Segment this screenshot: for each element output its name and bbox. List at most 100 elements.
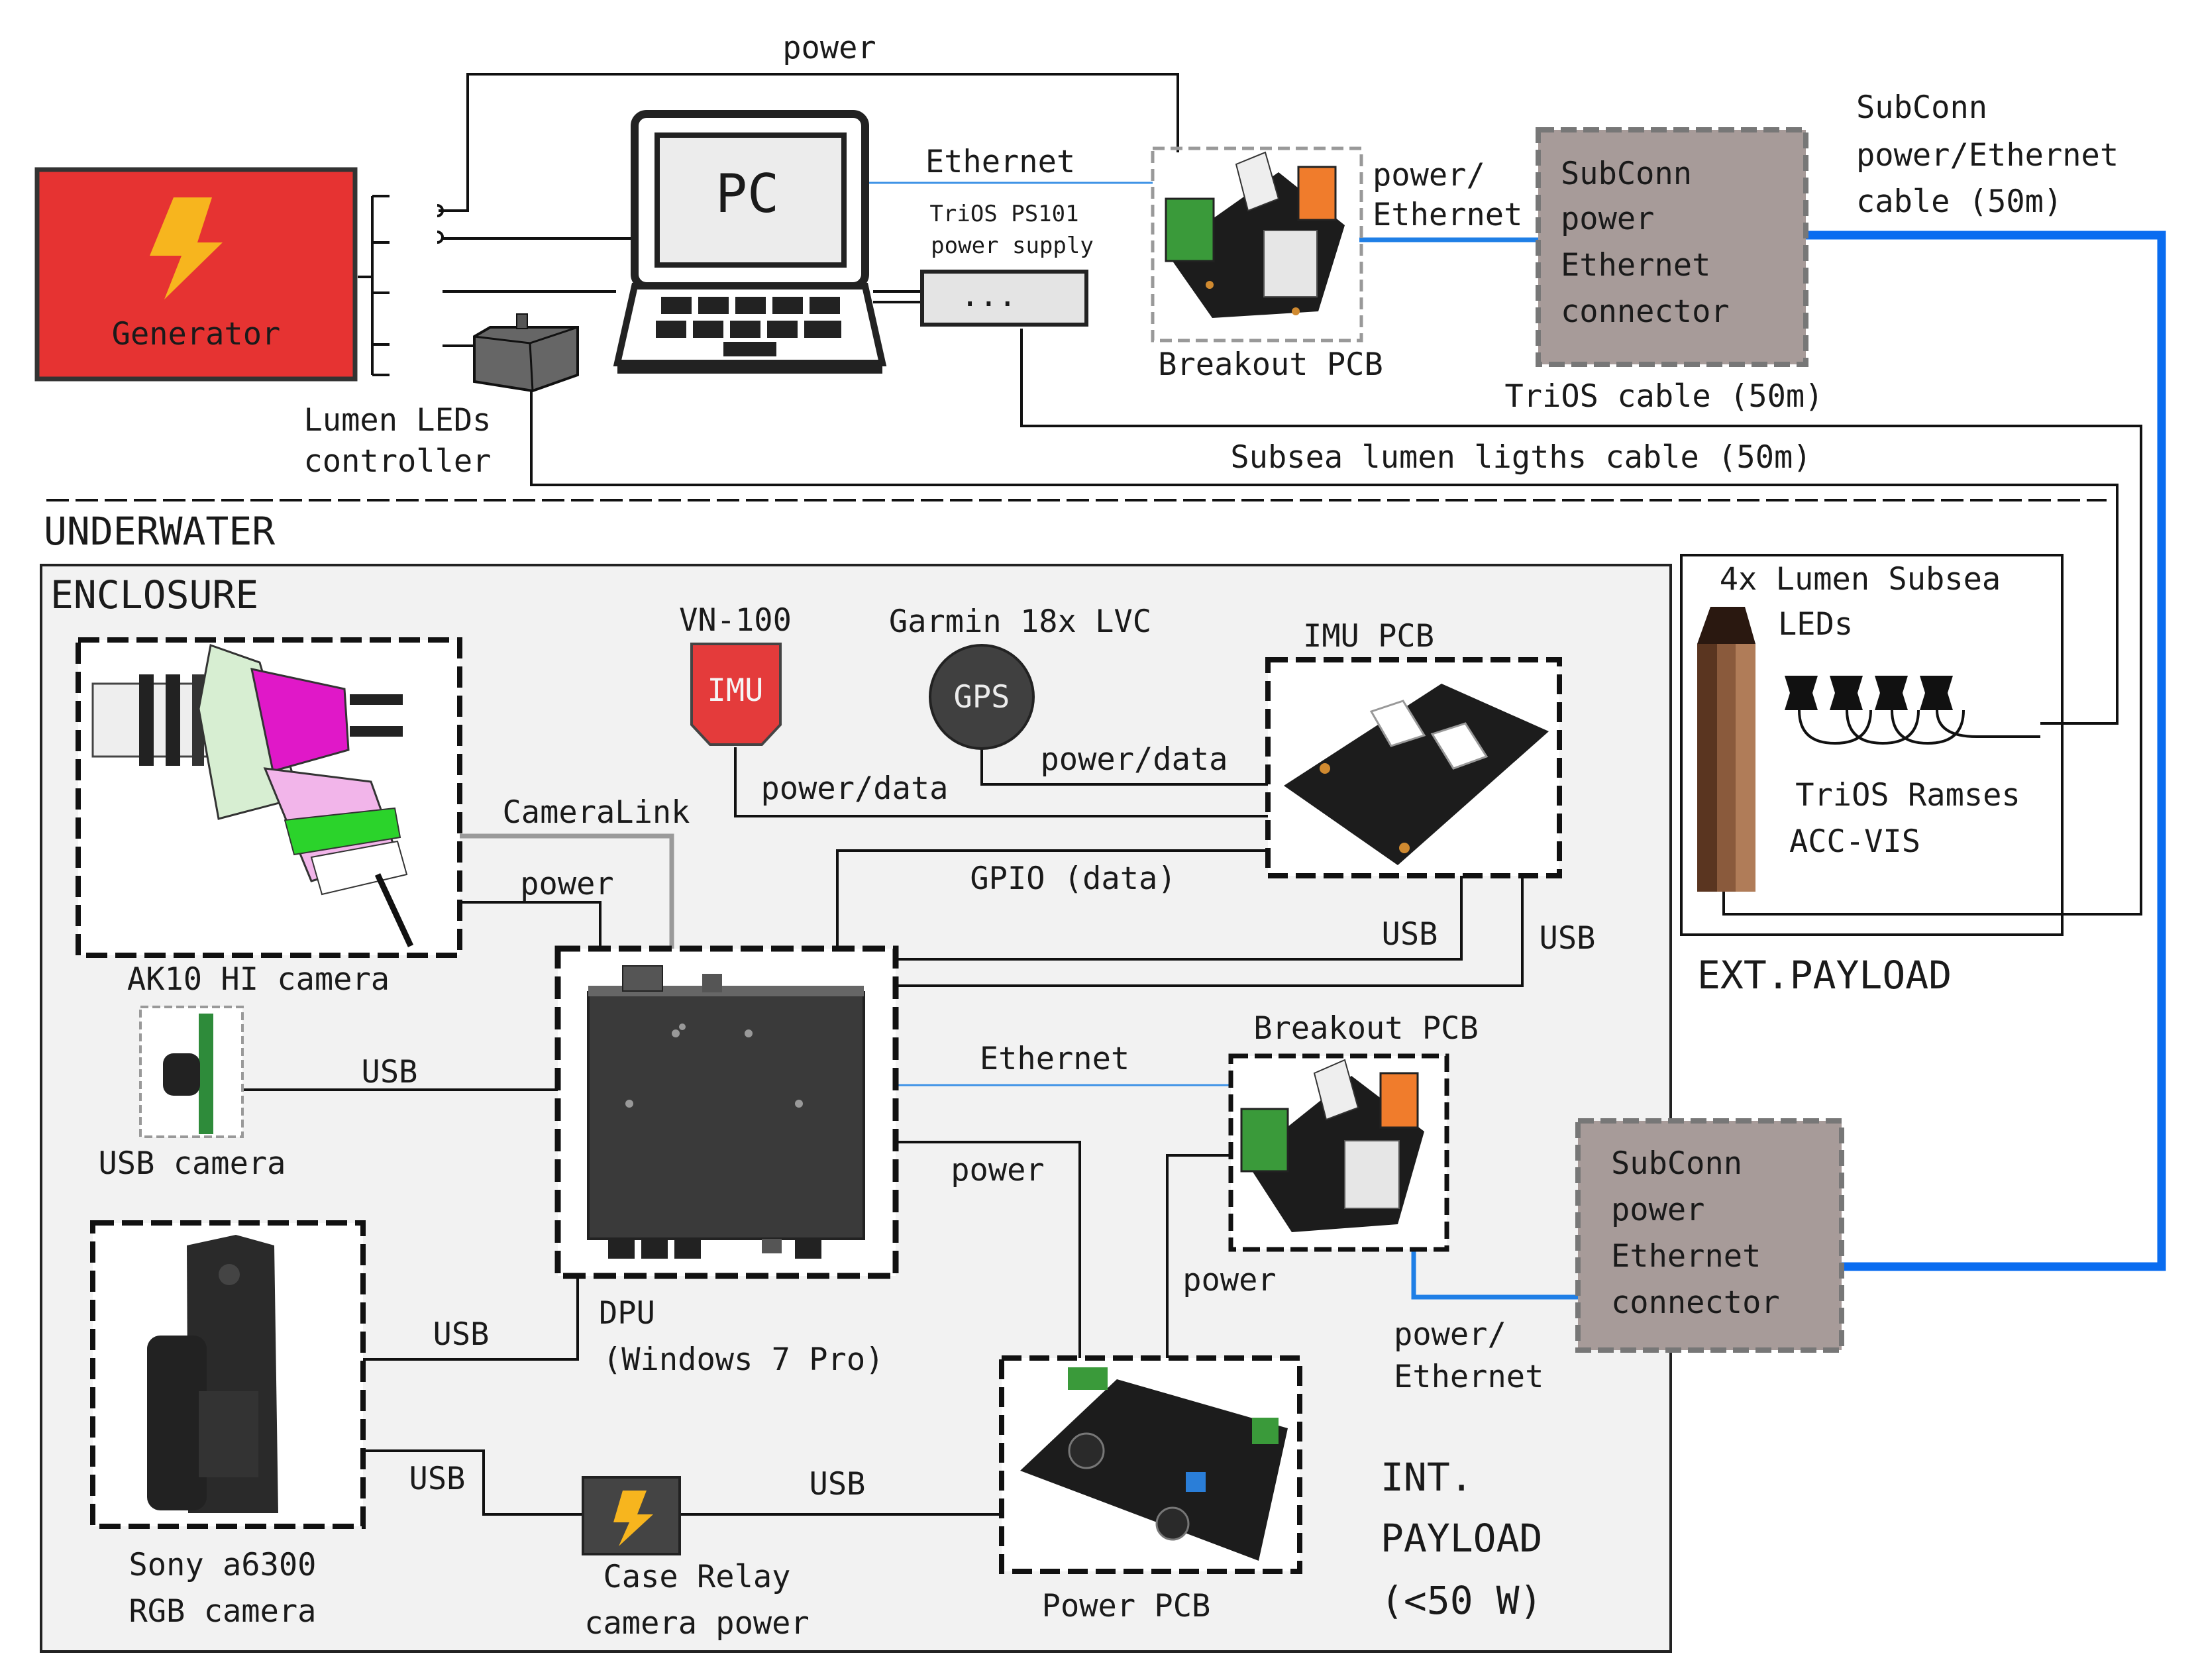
generator: Generator bbox=[34, 167, 358, 382]
power-wire-top bbox=[439, 73, 1179, 212]
usb-imu-label-2: USB bbox=[1540, 920, 1596, 957]
power-dpu-label: power bbox=[951, 1152, 1044, 1188]
generator-label: Generator bbox=[112, 316, 281, 352]
case-relay: Case Relay camera power bbox=[582, 1476, 810, 1642]
lumen-subsea-leds: 4x Lumen Subsea LEDs bbox=[1720, 561, 2040, 745]
subconn-cable-label-2: power/Ethernet bbox=[1856, 137, 2119, 174]
power-top-label: power bbox=[782, 30, 876, 66]
power-ethernet-int-label-1: power/ bbox=[1394, 1316, 1506, 1353]
trios-ramses-label-1: TriOS Ramses bbox=[1795, 777, 2020, 814]
power-camera-wire bbox=[460, 901, 602, 949]
subconn-cable bbox=[1806, 231, 2166, 1271]
relay-lightning-icon bbox=[613, 1491, 653, 1546]
sony-camera: Sony a6300 RGB camera bbox=[90, 1220, 366, 1630]
imu-pcb: IMU PCB bbox=[1265, 618, 1562, 878]
sony-label-2: RGB camera bbox=[129, 1593, 317, 1630]
usb-relay-label: USB bbox=[810, 1466, 866, 1502]
lumen-cable bbox=[530, 383, 2119, 725]
subconn-int-label-1: SubConn bbox=[1611, 1145, 1742, 1182]
pc-label: PC bbox=[715, 163, 779, 225]
power-ethernet-int-label-2: Ethernet bbox=[1394, 1359, 1544, 1395]
usb-sony-relay-label: USB bbox=[409, 1461, 466, 1497]
power-pcb-label: Power PCB bbox=[1042, 1588, 1211, 1624]
garmin-label: Garmin 18x LVC bbox=[889, 604, 1151, 640]
trios-ramses-label-2: ACC-VIS bbox=[1789, 823, 1920, 860]
controller-box-icon bbox=[473, 326, 579, 393]
subconn-cable-label-1: SubConn bbox=[1856, 89, 1987, 126]
usb-imu-wire-2 bbox=[896, 876, 1524, 987]
enclosure-label: ENCLOSURE bbox=[50, 572, 258, 617]
ext-payload-label: EXT.PAYLOAD bbox=[1697, 953, 1952, 998]
subconn-top-label-3: Ethernet bbox=[1561, 247, 1710, 284]
vn100-imu: IMU VN-100 bbox=[679, 602, 792, 746]
lightning-icon bbox=[150, 197, 223, 299]
lumen-subsea-label-1: 4x Lumen Subsea bbox=[1720, 561, 2001, 598]
usb-sony-relay bbox=[363, 1449, 583, 1516]
power-camera-label: power bbox=[520, 866, 613, 902]
lumen-controller: Lumen LEDs controller bbox=[304, 313, 579, 480]
trios-ps-label-2: power supply bbox=[931, 233, 1094, 259]
usb-sony-label: USB bbox=[433, 1316, 490, 1353]
usb-sony-dpu bbox=[363, 1276, 579, 1361]
pc-laptop: PC bbox=[613, 110, 887, 374]
dpu: DPU (Windows 7 Pro) bbox=[554, 945, 899, 1378]
subconn-top-label-2: power bbox=[1561, 201, 1654, 237]
gps-power-data-wire bbox=[980, 742, 1268, 786]
relay-label-1: Case Relay bbox=[603, 1559, 791, 1595]
usb-camera-link-label: USB bbox=[362, 1054, 418, 1090]
power-dpu-pcb bbox=[896, 1141, 1081, 1358]
int-payload-label-1: INT. bbox=[1381, 1455, 1473, 1500]
int-payload-label-2: PAYLOAD bbox=[1381, 1516, 1542, 1561]
cameralink-wire bbox=[460, 833, 674, 949]
dpu-label-1: DPU bbox=[599, 1295, 655, 1332]
breakout-pcb-top bbox=[1151, 146, 1363, 342]
trios-ps-label-1: TriOS PS101 bbox=[929, 201, 1078, 227]
pc-to-ps bbox=[873, 290, 922, 303]
usb-imu-wire-1 bbox=[896, 876, 1463, 961]
ethernet-top-label: Ethernet bbox=[925, 144, 1075, 180]
lumen-controller-label-1: Lumen LEDs bbox=[304, 402, 492, 439]
imu-pcb-label: IMU PCB bbox=[1303, 618, 1434, 655]
imu-label: IMU bbox=[707, 672, 764, 709]
trios-power-supply: ... TriOS PS101 power supply bbox=[920, 201, 1094, 327]
usb-imu-label-1: USB bbox=[1382, 916, 1438, 953]
breakout-pcb-int: Breakout PCB bbox=[1228, 1010, 1479, 1252]
underwater-label: UNDERWATER bbox=[44, 509, 275, 554]
ethernet-dpu-label: Ethernet bbox=[980, 1041, 1129, 1077]
imu-power-data-label: power/data bbox=[761, 770, 949, 807]
breakout-pcb-int-label: Breakout PCB bbox=[1253, 1010, 1479, 1047]
subconn-int bbox=[1575, 1118, 1844, 1353]
sony-label-1: Sony a6300 bbox=[129, 1547, 317, 1583]
garmin-gps: GPS Garmin 18x LVC bbox=[889, 604, 1151, 750]
usb-camera: USB camera bbox=[99, 1006, 286, 1182]
trios-ramses: TriOS Ramses ACC-VIS bbox=[1697, 607, 2020, 892]
ethernet-breakout-subconn-int bbox=[1411, 1249, 1578, 1300]
gps-power-data-label: power/data bbox=[1041, 741, 1228, 778]
power-ethernet-top-label-2: Ethernet bbox=[1373, 197, 1522, 233]
cameralink-label: CameraLink bbox=[503, 794, 690, 831]
lumen-subsea-label-2: LEDs bbox=[1778, 606, 1853, 643]
subconn-top bbox=[1536, 127, 1808, 367]
usb-camera-label: USB camera bbox=[99, 1145, 286, 1182]
lumen-controller-label-2: controller bbox=[304, 443, 492, 480]
relay-label-2: camera power bbox=[584, 1605, 810, 1642]
breakout-pcb-top-label: Breakout PCB bbox=[1158, 346, 1383, 383]
gpio-wire bbox=[836, 849, 1268, 949]
power-pcb-breakout bbox=[1166, 1154, 1233, 1358]
vn100-label: VN-100 bbox=[679, 602, 792, 639]
power-ethernet-top-label-1: power/ bbox=[1373, 157, 1485, 193]
ak10-label: AK10 HI camera bbox=[127, 961, 390, 998]
subconn-int-label-3: Ethernet bbox=[1611, 1238, 1761, 1275]
trios-cable bbox=[1020, 329, 2142, 916]
subconn-int-label-4: connector bbox=[1611, 1285, 1780, 1321]
subconn-top-label-1: SubConn bbox=[1561, 156, 1692, 192]
gpio-label: GPIO (data) bbox=[970, 861, 1176, 897]
ps-dots: ... bbox=[961, 278, 1017, 314]
keyboard-icon bbox=[656, 297, 841, 356]
subconn-int-label-2: power bbox=[1611, 1192, 1704, 1228]
dpu-label-2: (Windows 7 Pro) bbox=[603, 1341, 884, 1378]
ak10-camera: AK10 HI camera bbox=[76, 637, 462, 998]
generator-bus bbox=[358, 195, 390, 376]
